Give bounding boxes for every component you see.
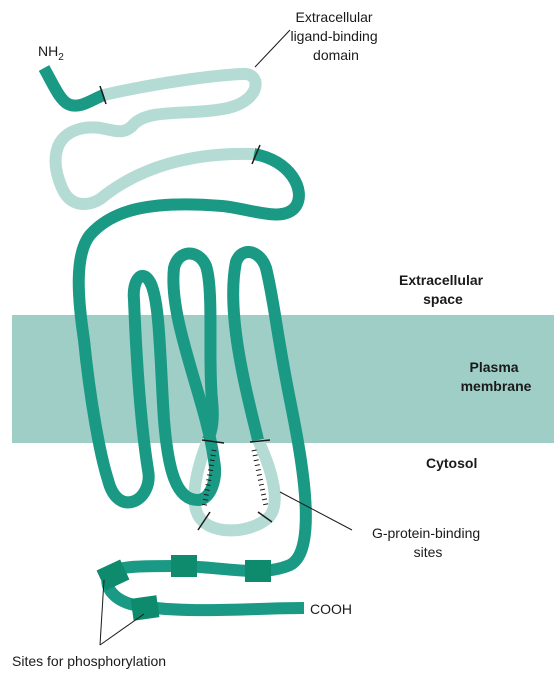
g-protein-sites-label: G-protein-binding sites <box>372 525 484 560</box>
nh2-label: NH2 <box>38 43 64 63</box>
domain-leader-line <box>255 30 290 67</box>
ligand-binding-domain-segment <box>56 74 256 204</box>
extracellular-space-label: Extracellular space <box>399 272 487 307</box>
phosphorylation-site-2 <box>131 595 160 620</box>
phosphorylation-site-3 <box>171 555 197 577</box>
phosphorylation-label: Sites for phosphorylation <box>12 653 166 669</box>
phosphorylation-site-4 <box>245 560 271 582</box>
phospho-leader-line-1 <box>100 580 104 645</box>
g-protein-leader-line <box>280 492 352 530</box>
extracellular-domain-label: Extracellular ligand-binding domain <box>290 9 381 63</box>
cytosol-label: Cytosol <box>426 455 477 471</box>
cooh-label: COOH <box>310 601 352 617</box>
phospho-leader-line-2 <box>100 614 144 645</box>
